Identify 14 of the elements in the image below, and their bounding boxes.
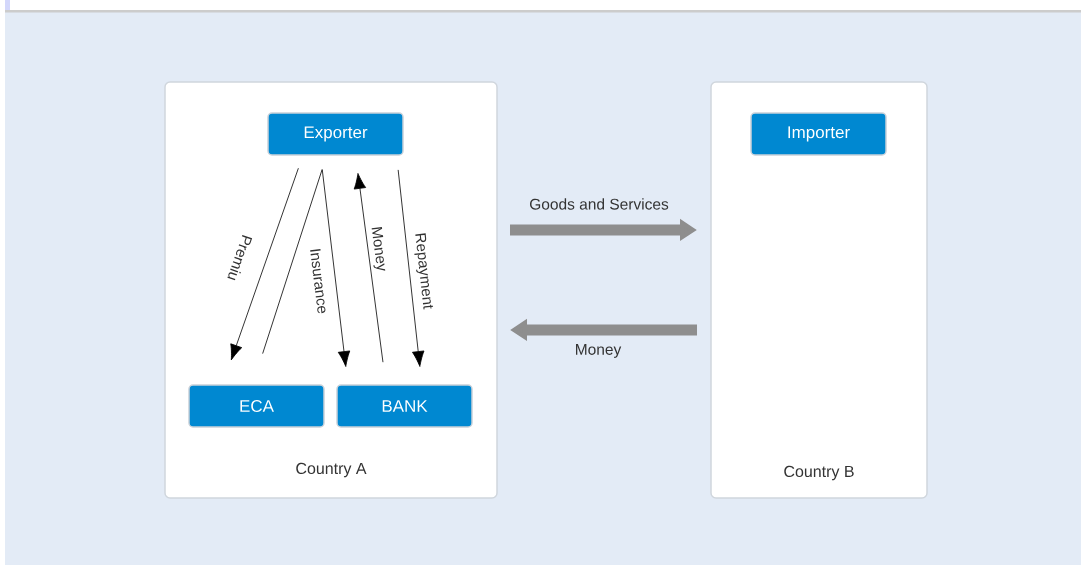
arrow xyxy=(230,167,299,361)
edge-label: Goods and Services xyxy=(528,197,670,211)
edge-label: Repayment xyxy=(411,231,435,311)
arrow xyxy=(321,169,351,367)
edge-label: Money xyxy=(367,224,389,274)
edge-label: Premiu xyxy=(225,232,255,284)
edge-label: Money xyxy=(573,343,623,359)
role-box: Exporter xyxy=(267,112,404,156)
role-box: Importer xyxy=(750,112,887,156)
role-box: ECA xyxy=(188,384,325,428)
arrow xyxy=(397,169,425,367)
role-box: BANK xyxy=(336,384,473,428)
edge-label: Insurance xyxy=(308,246,330,316)
arrow xyxy=(353,173,384,363)
